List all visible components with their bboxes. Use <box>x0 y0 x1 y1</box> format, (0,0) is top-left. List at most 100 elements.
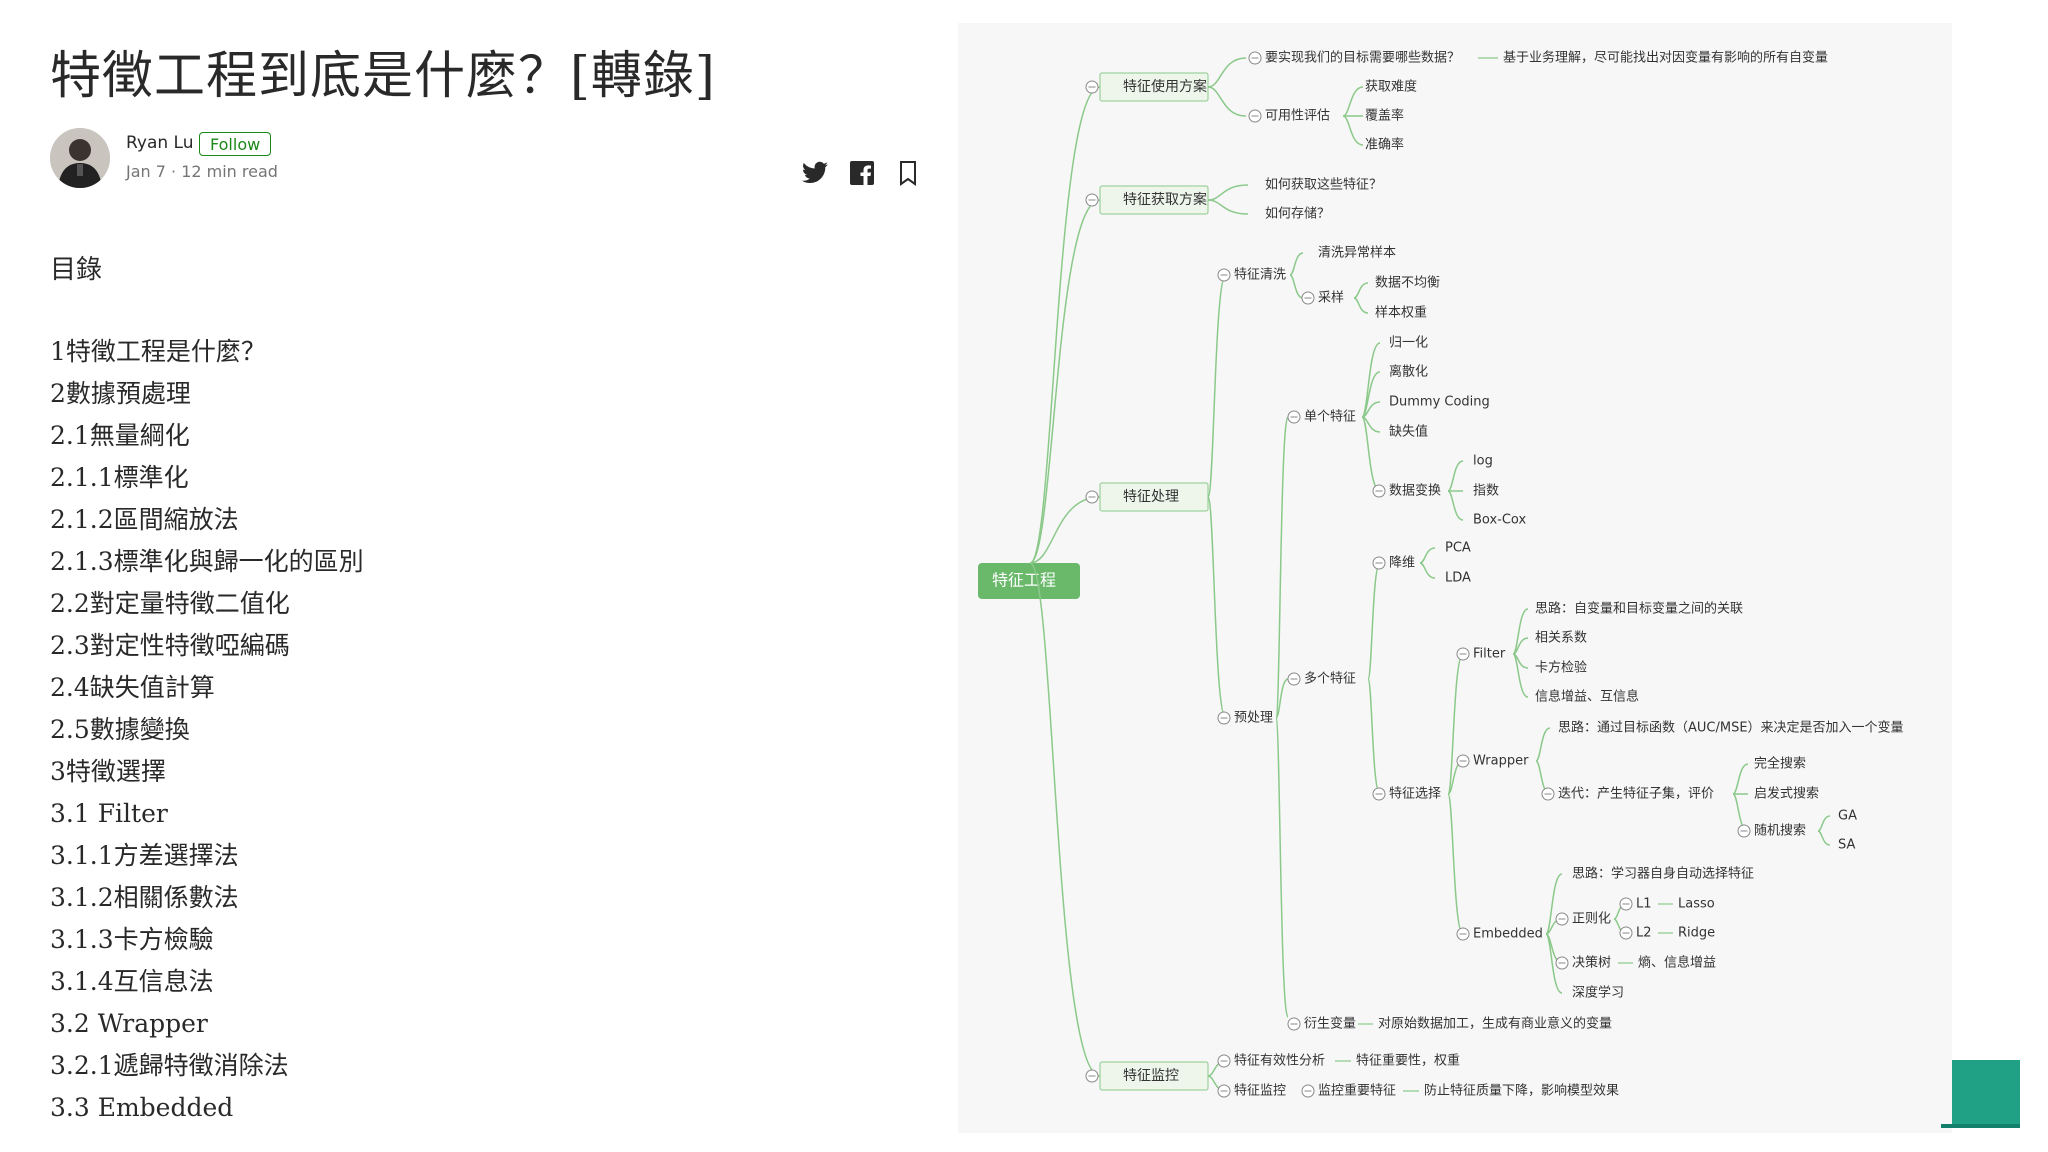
toc-item[interactable]: 3.1 Filter <box>50 799 168 828</box>
mindmap-label: 特征有效性分析 <box>1234 1054 1325 1069</box>
mindmap-label: 单个特征 <box>1304 410 1356 425</box>
mindmap-label: Filter <box>1473 647 1506 662</box>
mindmap-link <box>1419 562 1436 579</box>
toc-item[interactable]: 1特徵工程是什麼？ <box>50 337 266 366</box>
mindmap-link <box>1207 274 1227 498</box>
mindmap-label: 要实现我们的目标需要哪些数据？ <box>1265 50 1460 66</box>
mindmap-label: 完全搜索 <box>1754 756 1806 772</box>
mindmap-label: 降维 <box>1389 556 1415 571</box>
toc-item[interactable]: 3.2 Wrapper <box>50 1009 208 1038</box>
toc-item[interactable]: 2.1.3標準化與歸一化的區別 <box>50 547 364 576</box>
author-name[interactable]: Ryan Lu <box>126 133 194 153</box>
mindmap-label: 特征监控 <box>1234 1084 1286 1099</box>
mindmap-label: L1 <box>1636 897 1652 912</box>
mindmap-link <box>1275 416 1289 719</box>
mindmap-label: 多个特征 <box>1304 671 1356 687</box>
mindmap-label: 数据不均衡 <box>1375 276 1440 291</box>
toc-item[interactable]: 3.1.2相關係數法 <box>50 883 239 912</box>
mindmap-label: 离散化 <box>1389 364 1428 380</box>
mindmap-label: log <box>1473 454 1493 469</box>
corner-button[interactable] <box>1952 1060 2020 1124</box>
article-meta: Jan 7 · 12 min read <box>126 162 278 181</box>
toc-item[interactable]: 3.1.3卡方檢驗 <box>50 925 214 954</box>
mindmap-label: 思路：自变量和目标变量之间的关联 <box>1535 601 1743 617</box>
toc-item[interactable]: 2.2對定量特徵二值化 <box>50 589 290 618</box>
mindmap-label: 准确率 <box>1365 137 1404 153</box>
mindmap-label: 特征选择 <box>1389 787 1441 802</box>
author-avatar[interactable] <box>50 128 110 188</box>
mindmap-link <box>1353 282 1369 299</box>
mindmap-label: 决策树 <box>1572 955 1611 971</box>
corner-underline <box>1941 1124 2020 1128</box>
avatar-image <box>50 128 110 188</box>
mindmap-label: 思路：学习器自身自动选择特征 <box>1572 866 1754 882</box>
toc-list: 1特徵工程是什麼？ 2數據預處理 2.1無量綱化 2.1.1標準化 2.1.2區間縮放法… <box>50 331 364 1129</box>
mindmap-label: 相关系数 <box>1535 631 1587 646</box>
mindmap-label: 如何获取这些特征？ <box>1265 177 1382 193</box>
toc-item[interactable]: 3特徵選擇 <box>50 757 166 786</box>
toc-item[interactable]: 2.5數據變換 <box>50 715 190 744</box>
mindmap-main-link <box>1029 86 1101 564</box>
toc-item[interactable]: 3.2.1遞歸特徵消除法 <box>50 1051 289 1080</box>
mindmap-link <box>1289 274 1304 299</box>
mindmap-label: 缺失值 <box>1389 424 1428 440</box>
mindmap-main-label: 特征获取方案 <box>1123 191 1207 208</box>
toc-item[interactable]: 2數據預處理 <box>50 379 191 408</box>
mindmap-label: 启发式搜索 <box>1754 786 1819 802</box>
mindmap-link <box>1207 496 1227 719</box>
toc-item[interactable]: 3.3 Embedded <box>50 1093 234 1122</box>
toc-item[interactable]: 2.1無量綱化 <box>50 421 190 450</box>
mindmap-label: 防止特征质量下降，影响模型效果 <box>1424 1083 1619 1099</box>
mindmap-link <box>1275 678 1289 719</box>
mindmap-main-label: 特征监控 <box>1123 1068 1179 1084</box>
toc-item[interactable]: 2.4缺失值計算 <box>50 673 215 702</box>
mindmap-link <box>1361 371 1381 418</box>
mindmap-link <box>1512 637 1529 655</box>
mindmap-label: 熵、信息增益 <box>1638 955 1716 971</box>
bookmark-icon[interactable] <box>893 158 923 188</box>
mindmap-link <box>1447 460 1464 492</box>
toc-item[interactable]: 3.1.4互信息法 <box>50 967 214 996</box>
mindmap-label: 思路：通过目标函数（AUC/MSE）来决定是否加入一个变量 <box>1558 720 1904 736</box>
mindmap-label: 清洗异常样本 <box>1318 246 1396 261</box>
mindmap-label: LDA <box>1445 571 1471 586</box>
mindmap-link <box>1207 199 1249 215</box>
mindmap-main-label: 特征处理 <box>1123 489 1179 505</box>
toc-item[interactable]: 2.3對定性特徵啞編碼 <box>50 631 290 660</box>
mindmap-label: 采样 <box>1318 291 1344 306</box>
mindmap-link <box>1447 490 1464 521</box>
mindmap-label: 归一化 <box>1389 336 1428 351</box>
mindmap-link <box>1275 717 1289 1018</box>
toc-item[interactable]: 3.1.1方差選擇法 <box>50 841 239 870</box>
mindmap-link <box>1367 678 1381 795</box>
mindmap-label: 获取难度 <box>1365 79 1417 95</box>
mindmap-label: 监控重要特征 <box>1318 1083 1396 1099</box>
mindmap-label: Box-Cox <box>1473 513 1526 528</box>
mindmap-link <box>1732 763 1749 795</box>
mindmap-label: Ridge <box>1678 926 1715 941</box>
mindmap-link <box>1817 830 1831 846</box>
mindmap-link <box>1447 793 1464 935</box>
mindmap-label: Embedded <box>1473 927 1543 942</box>
mindmap-label: 迭代：产生特征子集，评价 <box>1558 786 1714 802</box>
follow-button[interactable]: Follow <box>199 132 272 156</box>
facebook-icon[interactable] <box>847 158 877 188</box>
mindmap-label: 覆盖率 <box>1365 108 1404 124</box>
toc-item[interactable]: 2.1.1標準化 <box>50 463 189 492</box>
mindmap-label: PCA <box>1445 541 1471 556</box>
mindmap-root-label: 特征工程 <box>992 571 1056 590</box>
mindmap-diagram: 特征工程特征使用方案特征获取方案特征处理特征监控要实现我们的目标需要哪些数据？基… <box>978 50 1904 1099</box>
mindmap-label: 指数 <box>1473 484 1499 499</box>
mindmap-label: 随机搜索 <box>1754 824 1806 839</box>
mindmap-label: Lasso <box>1678 897 1715 912</box>
mindmap-label: 正则化 <box>1572 912 1611 927</box>
mindmap-label: 衍生变量 <box>1304 1016 1356 1032</box>
mindmap-link <box>1367 562 1381 680</box>
mindmap-label: GA <box>1838 809 1857 824</box>
mindmap-label: 可用性评估 <box>1265 109 1330 124</box>
toc-item[interactable]: 2.1.2區間縮放法 <box>50 505 239 534</box>
twitter-icon[interactable] <box>800 158 830 188</box>
mindmap-main-link <box>1029 562 1101 1077</box>
mindmap-label: L2 <box>1636 926 1652 941</box>
mindmap-link <box>1545 933 1563 994</box>
